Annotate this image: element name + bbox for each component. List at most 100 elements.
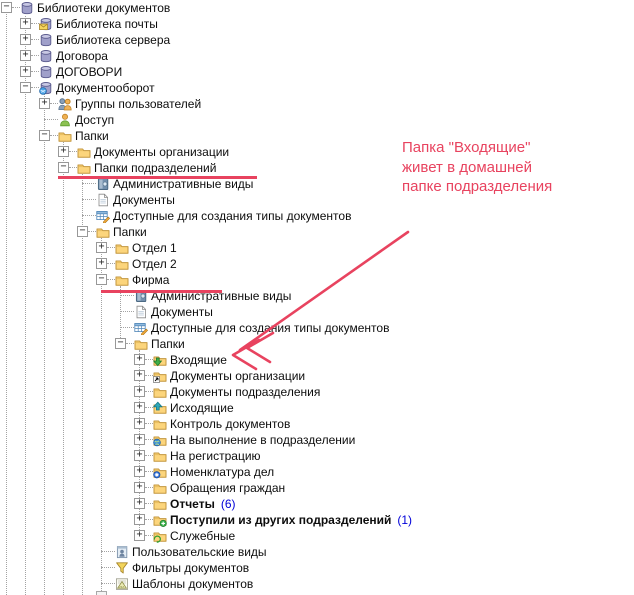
doc-types-icon: [96, 209, 110, 223]
tree-node-label[interactable]: Папки: [151, 337, 185, 351]
expand-expander-icon[interactable]: +: [39, 98, 50, 109]
collapse-expander-icon[interactable]: −: [58, 162, 69, 173]
tree-node-label[interactable]: Доступные для создания типы документов: [113, 209, 352, 223]
expand-expander-icon[interactable]: +: [134, 370, 145, 381]
tree-node-label[interactable]: Документы: [151, 305, 213, 319]
tree-node-row: + На выполнение в подразделении: [0, 432, 634, 448]
tree-node-row: − Фирма: [0, 272, 634, 288]
tree-node-row: Доступ: [0, 112, 634, 128]
tree-node-label[interactable]: Отдел 2: [132, 257, 177, 271]
tree-node-row: Административные виды: [0, 176, 634, 192]
tree-node-label[interactable]: Документооборот: [56, 81, 155, 95]
collapse-expander-icon[interactable]: −: [96, 274, 107, 285]
tree-node-label[interactable]: Отчеты: [170, 497, 215, 511]
tree-node-row: + Отдел 1: [0, 240, 634, 256]
folder-icon: [77, 161, 91, 175]
expand-expander-icon[interactable]: +: [20, 18, 31, 29]
tree-node-label[interactable]: На выполнение в подразделении: [170, 433, 356, 447]
tree-node-row: Административные виды: [0, 288, 634, 304]
annotation-line: живет в домашней: [402, 158, 533, 176]
expand-expander-icon[interactable]: +: [134, 514, 145, 525]
tree-node-row: + Документы подразделения: [0, 384, 634, 400]
tree-connector-stub: [50, 103, 58, 104]
tree-node-label[interactable]: Папки: [75, 129, 109, 143]
tree-node-label[interactable]: Документы организации: [170, 369, 306, 383]
tree-node-label[interactable]: Группы пользователей: [75, 97, 202, 111]
tree-node-row: Документы: [0, 192, 634, 208]
expand-expander-icon[interactable]: +: [96, 242, 107, 253]
document-icon: [96, 193, 110, 207]
tree-node-row: + Документы организации: [0, 144, 634, 160]
annotation-note: Папка "Входящие" живет в домашней папке …: [402, 138, 552, 197]
unread-count-badge: (6): [220, 497, 236, 511]
tree-connector-line: [63, 142, 64, 595]
tree-connector-stub: [145, 519, 153, 520]
expand-expander-icon[interactable]: +: [20, 66, 31, 77]
expand-expander-icon[interactable]: +: [134, 530, 145, 541]
tree-connector-line: [44, 94, 45, 595]
expand-expander-icon[interactable]: +: [134, 386, 145, 397]
expand-expander-icon[interactable]: +: [134, 450, 145, 461]
tree-node-label[interactable]: Документы организации: [94, 145, 230, 159]
expand-expander-icon[interactable]: +: [134, 482, 145, 493]
collapse-expander-icon[interactable]: −: [77, 226, 88, 237]
tree-connector-stub: [145, 471, 153, 472]
tree-connector-line: [120, 286, 121, 344]
tree-node-row: + Документы организации: [0, 368, 634, 384]
tree-connector-stub: [69, 167, 77, 168]
tree-node-label[interactable]: Контроль документов: [170, 417, 291, 431]
tree-node-label[interactable]: Шаблоны документов: [132, 577, 254, 591]
tree-node-label[interactable]: Обращения граждан: [170, 481, 286, 495]
collapse-expander-icon[interactable]: −: [20, 82, 31, 93]
tree-node-label[interactable]: Документы: [113, 193, 175, 207]
tree-node-label[interactable]: Поступили из других подразделений: [170, 513, 392, 527]
tree-node-label[interactable]: Исходящие: [170, 401, 234, 415]
tree-node-row: Фильтры документов: [0, 560, 634, 576]
collapse-expander-icon[interactable]: −: [39, 130, 50, 141]
expand-expander-icon[interactable]: +: [20, 50, 31, 61]
tree-node-label[interactable]: ДОГОВОРИ: [56, 65, 123, 79]
tree-node-label[interactable]: Входящие: [170, 353, 227, 367]
tree-node-row: + Исходящие: [0, 400, 634, 416]
tree-connector-stub: [145, 535, 153, 536]
tree-node-label[interactable]: Документы подразделения: [170, 385, 321, 399]
tree-node-label[interactable]: Договора: [56, 49, 108, 63]
expand-expander-icon[interactable]: +: [134, 418, 145, 429]
tree-node-row: + Служебные: [0, 528, 634, 544]
tree-node-label[interactable]: Папки: [113, 225, 147, 239]
tree-connector-stub: [82, 199, 96, 200]
tree-node-label[interactable]: Папки подразделений: [94, 161, 217, 175]
tree-node-label[interactable]: Фильтры документов: [132, 561, 250, 575]
tree-node-label[interactable]: Административные виды: [113, 177, 254, 191]
expand-expander-icon[interactable]: +: [20, 34, 31, 45]
tree-node-label[interactable]: Доступ: [75, 113, 115, 127]
tree-node-label[interactable]: Библиотека почты: [56, 17, 158, 31]
expand-expander-icon[interactable]: +: [96, 258, 107, 269]
tree-node-label[interactable]: Административные виды: [151, 289, 292, 303]
folder-icon: [96, 225, 110, 239]
tree-node-label[interactable]: Номенклатура дел: [170, 465, 275, 479]
tree-node-label[interactable]: Доступные для создания типы документов: [151, 321, 390, 335]
tree-node-row: − Библиотеки документов: [0, 0, 634, 16]
tree-node-label[interactable]: Отдел 1: [132, 241, 177, 255]
tree-node-label[interactable]: Библиотеки документов: [37, 1, 171, 15]
tree-node-label[interactable]: Служебные: [170, 529, 236, 543]
tree-node-label[interactable]: На регистрацию: [170, 449, 261, 463]
database-globe-icon: [39, 81, 53, 95]
expand-expander-icon[interactable]: +: [134, 402, 145, 413]
expand-expander-icon[interactable]: +: [134, 434, 145, 445]
templates-icon: [115, 577, 129, 591]
tree-node-label[interactable]: Фирма: [132, 273, 170, 287]
collapse-expander-icon[interactable]: −: [1, 2, 12, 13]
expand-expander-icon[interactable]: +: [58, 146, 69, 157]
tree-node-label[interactable]: Библиотека сервера: [56, 33, 171, 47]
tree-node-label[interactable]: Пользовательские виды: [132, 545, 267, 559]
tree-connector-line: [82, 174, 83, 595]
folder-globe-icon: [153, 433, 167, 447]
expand-expander-icon[interactable]: +: [134, 466, 145, 477]
expand-expander-icon[interactable]: +: [134, 498, 145, 509]
database-icon: [20, 1, 34, 15]
expand-expander-icon[interactable]: +: [134, 354, 145, 365]
collapse-expander-icon[interactable]: −: [115, 338, 126, 349]
